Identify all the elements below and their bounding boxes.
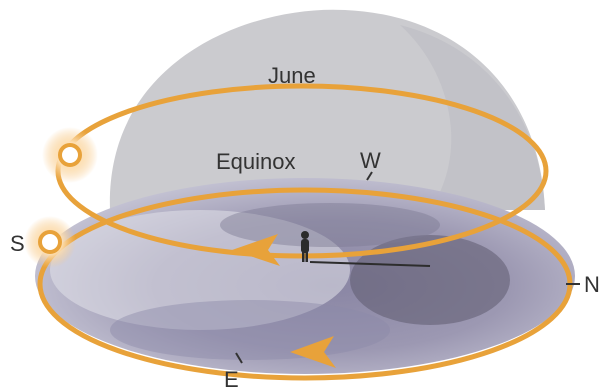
ground-texture-1 (220, 203, 440, 247)
june-path-arrow (232, 234, 280, 266)
equinox-label: Equinox (216, 149, 296, 174)
north-label: N (584, 272, 600, 297)
west-leader (366, 171, 373, 181)
east-label: E (224, 367, 239, 392)
person-icon (301, 231, 309, 262)
ground-highlight (50, 210, 350, 330)
sun-icon (42, 127, 98, 183)
west-label: W (360, 148, 381, 173)
sky-dome-shade (400, 25, 545, 210)
east-leader (235, 352, 243, 364)
ground-texture-2 (110, 300, 390, 360)
observer-shadow (309, 261, 431, 267)
ground-dark-patch (350, 235, 510, 325)
june-label: June (268, 63, 316, 88)
equinox-path-arrow (290, 336, 336, 368)
south-label: S (10, 231, 25, 256)
sun-icon (24, 216, 76, 268)
